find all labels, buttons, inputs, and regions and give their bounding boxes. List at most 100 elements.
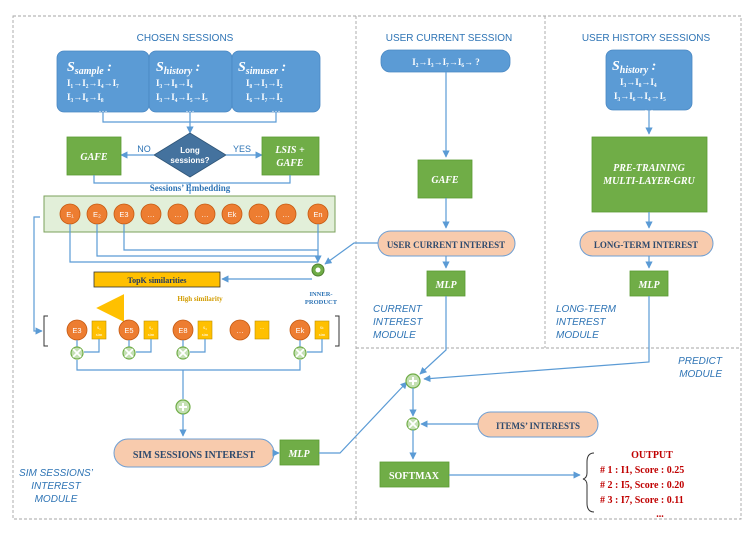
simuser-seq-2: I₆→I₇→I₂ xyxy=(246,92,283,102)
high-similarity-label: High similarity xyxy=(177,295,223,303)
svg-text:MULTI-LAYER-GRU: MULTI-LAYER-GRU xyxy=(602,176,695,187)
embedding-node-9: … xyxy=(275,203,297,225)
svg-text:…: … xyxy=(645,103,654,113)
svg-text:s₁: s₁ xyxy=(97,326,101,331)
embedding-node-6: … xyxy=(194,203,216,225)
svg-text:Ek: Ek xyxy=(228,210,237,219)
svg-text:LONG-TERM INTEREST: LONG-TERM INTEREST xyxy=(594,240,698,250)
svg-text:GAFE: GAFE xyxy=(80,152,108,163)
svg-text:MLP: MLP xyxy=(287,449,310,460)
svg-text:…: … xyxy=(201,210,209,219)
header-chosen-sessions: CHOSEN SESSIONS xyxy=(137,33,234,44)
svg-text:sim: sim xyxy=(202,332,209,337)
svg-text:LONG-TERM: LONG-TERM xyxy=(556,304,617,315)
svg-text:INTEREST: INTEREST xyxy=(556,317,606,328)
svg-text:INTEREST: INTEREST xyxy=(31,481,81,492)
header-user-history-sessions: USER HISTORY SESSIONS xyxy=(582,33,711,44)
svg-text:…: … xyxy=(282,210,290,219)
multiply-node-2 xyxy=(122,346,136,360)
svg-text:GAFE: GAFE xyxy=(276,158,304,169)
svg-text:I₃→I₆→I₄→I₅: I₃→I₆→I₄→I₅ xyxy=(614,91,666,101)
svg-text:Ssample :: Ssample : xyxy=(67,60,112,77)
decision-yes-label: YES xyxy=(233,144,251,154)
items-interests: ITEMS’ INTERESTS xyxy=(477,411,599,438)
mlp-box-right: MLP xyxy=(629,270,669,297)
svg-text:MLP: MLP xyxy=(637,280,660,291)
svg-text:PREDICT: PREDICT xyxy=(678,356,723,367)
svg-text:sim: sim xyxy=(148,332,155,337)
session-box-sample: Ssample : I₁→I₂→I₄→I₇ I₃→I₆→I₈ … xyxy=(56,50,150,114)
predict-module-label: PREDICT MODULE xyxy=(678,356,723,380)
svg-text:…: … xyxy=(99,104,108,114)
svg-text:GAFE: GAFE xyxy=(431,175,459,186)
sum-node-predict xyxy=(405,373,421,389)
long-term-interest: LONG-TERM INTEREST xyxy=(579,230,714,257)
svg-text:sₖ: sₖ xyxy=(320,326,324,331)
softmax-box: SOFTMAX xyxy=(379,461,450,488)
svg-text:I₃→I₈→I₄: I₃→I₈→I₄ xyxy=(620,77,657,87)
simuser-seq-1: I₈→I₃→I₂ xyxy=(246,78,283,88)
output-row-1: # 1 : I1, Score : 0.25 xyxy=(600,465,684,476)
history-seq-1: I₃→I₈→I₄ xyxy=(156,78,193,88)
history-seq-2: I₃→I₄→I₅→I₅ xyxy=(156,92,208,102)
svg-text:…: … xyxy=(174,210,182,219)
svg-text:…: … xyxy=(236,326,244,335)
right-history-session-box: Shistory : I₃→I₈→I₄ I₃→I₆→I₄→I₅ … xyxy=(605,49,693,113)
embedding-node-7: Ek xyxy=(221,203,243,225)
svg-text:s₃: s₃ xyxy=(203,326,207,331)
output-brace xyxy=(582,452,595,513)
gafe-box-left: GAFE xyxy=(66,136,122,176)
sample-seq-2: I₃→I₆→I₈ xyxy=(67,92,104,102)
sim-sessions-module-label: SIM SESSIONS’ INTEREST MODULE xyxy=(19,468,94,505)
multiply-node-predict xyxy=(406,417,420,431)
embedding-node-3: E3 xyxy=(113,203,135,225)
svg-text:I₂→I₃→I₇→I₆→ ?: I₂→I₃→I₇→I₆→ ? xyxy=(412,57,480,67)
svg-text:E3: E3 xyxy=(72,326,81,335)
header-user-current-session: USER CURRENT SESSION xyxy=(386,33,513,44)
panel-borders xyxy=(12,15,742,520)
current-interest-module-label: CURRENT INTEREST MODULE xyxy=(373,304,423,341)
embedding-node-2: E₂ xyxy=(86,203,108,225)
svg-text:sim: sim xyxy=(96,332,103,337)
svg-text:Shistory :: Shistory : xyxy=(612,59,656,76)
sum-node-sim xyxy=(175,399,191,415)
svg-text:USER CURRENT INTEREST: USER CURRENT INTEREST xyxy=(387,240,505,250)
inner-product-label: INNER- xyxy=(309,291,332,298)
session-box-simuser: Ssimuser : I₈→I₃→I₂ I₆→I₇→I₂ … xyxy=(231,50,321,114)
multiply-node-1 xyxy=(70,346,84,360)
session-box-history: Shistory : I₃→I₈→I₄ I₃→I₄→I₅→I₅ … xyxy=(148,50,233,114)
svg-text:Ek: Ek xyxy=(296,326,305,335)
svg-text:…: … xyxy=(147,210,155,219)
svg-text:E₁: E₁ xyxy=(66,210,74,219)
svg-text:TopK similarities: TopK similarities xyxy=(127,276,186,285)
lsis-gafe-box: LSIS + GAFE xyxy=(261,136,320,176)
sessions-embedding-label: Sessions’ Embedding xyxy=(150,183,231,193)
svg-text:E8: E8 xyxy=(178,326,187,335)
svg-text:…: … xyxy=(272,104,281,114)
gafe-box-current: GAFE xyxy=(417,159,473,199)
svg-text:…: … xyxy=(255,210,263,219)
svg-text:…: … xyxy=(260,326,265,331)
svg-text:OUTPUT: OUTPUT xyxy=(631,450,673,461)
svg-text:MLP: MLP xyxy=(434,280,457,291)
sim-sessions-interest: SIM SESSIONS INTEREST xyxy=(113,438,275,468)
svg-text:SOFTMAX: SOFTMAX xyxy=(389,471,440,482)
svg-text:INTEREST: INTEREST xyxy=(373,317,423,328)
svg-text:s₂: s₂ xyxy=(149,326,153,331)
svg-text:ITEMS’ INTERESTS: ITEMS’ INTERESTS xyxy=(496,421,580,431)
svg-text:E3: E3 xyxy=(119,210,128,219)
svg-text:PRODUCT: PRODUCT xyxy=(305,299,338,306)
decision-no-label: NO xyxy=(137,144,151,154)
svg-text:MODULE: MODULE xyxy=(679,369,722,380)
inner-product-node xyxy=(311,263,325,277)
svg-text:PRE-TRAINING: PRE-TRAINING xyxy=(613,163,685,174)
multiply-node-5 xyxy=(293,346,307,360)
output-row-3: # 3 : I7, Score : 0.11 xyxy=(600,495,684,506)
mlp-box-sim: MLP xyxy=(279,439,320,466)
long-sessions-decision: Long sessions? xyxy=(153,132,227,178)
